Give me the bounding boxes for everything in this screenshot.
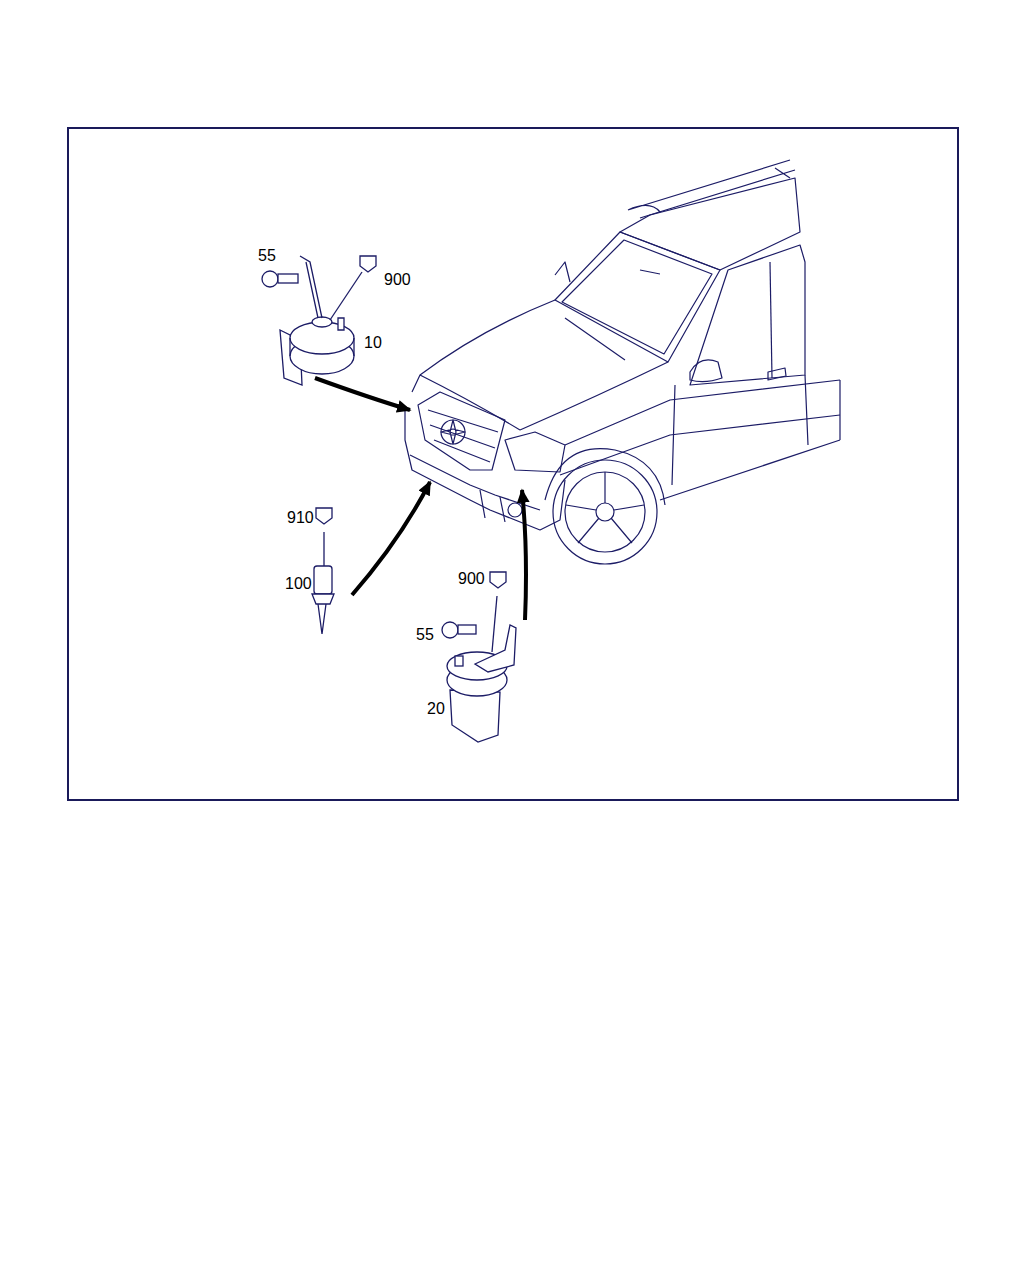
horn-high-tone: [338, 318, 344, 330]
vehicle-outline: [480, 490, 505, 522]
horn-high-tone: [290, 338, 354, 356]
callout-number: 900: [458, 571, 485, 587]
vehicle-outline: [660, 380, 840, 500]
vehicle-outline: [505, 432, 565, 472]
vehicle-outline: [555, 232, 720, 362]
connector: [490, 572, 506, 652]
vehicle-outline: [412, 300, 668, 430]
vehicle-outline: [565, 270, 660, 360]
vehicle-outline: [690, 360, 722, 382]
horn-low-tone: [450, 690, 500, 742]
vehicle-outline: [560, 380, 840, 475]
sensor: [312, 508, 334, 634]
connector: [492, 596, 497, 652]
vehicle-outline: [562, 240, 712, 354]
vehicle-outline: [553, 460, 657, 564]
vehicle-outline: [672, 375, 808, 485]
callout-number: 20: [427, 701, 445, 717]
horn-low-tone: [475, 625, 516, 672]
callout-number: 100: [285, 576, 312, 592]
connector: [360, 256, 376, 272]
vehicle-outline: [770, 262, 772, 378]
vehicle-outline: [441, 420, 465, 444]
callout-number: 55: [416, 627, 434, 643]
connector: [330, 272, 362, 320]
sensor: [318, 604, 326, 634]
callout-number: 10: [364, 335, 382, 351]
connector: [490, 572, 506, 588]
vehicle-outline: [428, 410, 498, 462]
horn-high-tone: [300, 256, 322, 318]
connector: [330, 256, 376, 320]
callout-number: 900: [384, 272, 411, 288]
vehicle-outline: [508, 503, 522, 517]
bolt: [442, 622, 458, 638]
sensor: [316, 508, 332, 524]
vehicle-outline: [565, 472, 645, 552]
bolt: [262, 271, 298, 287]
frame: [68, 128, 958, 800]
location-arrow: [352, 482, 430, 595]
callout-number: 55: [258, 248, 276, 264]
vehicle-outline: [768, 368, 786, 380]
location-arrow: [315, 378, 410, 410]
horn-high-tone: [312, 317, 332, 327]
vehicle-outline: [405, 160, 840, 564]
sensor: [314, 566, 332, 594]
vehicle-outline: [441, 420, 465, 444]
vehicle-outline: [555, 262, 570, 282]
bolt: [442, 622, 476, 638]
location-arrow: [522, 490, 526, 620]
horn-low-tone: [455, 656, 463, 666]
bolt: [278, 274, 298, 283]
vehicle-outline: [620, 178, 800, 270]
sensor: [312, 594, 334, 604]
vehicle-outline: [628, 160, 795, 218]
sensor: [323, 532, 324, 566]
vehicle-outline: [418, 392, 505, 470]
bolt: [458, 625, 476, 634]
vehicle-outline: [405, 410, 565, 530]
bolt: [262, 271, 278, 287]
vehicle-outline: [566, 472, 644, 543]
callout-number: 910: [287, 510, 314, 526]
horn-low-tone: [447, 625, 516, 742]
location-arrow: [315, 378, 526, 620]
vehicle-outline: [690, 245, 805, 385]
